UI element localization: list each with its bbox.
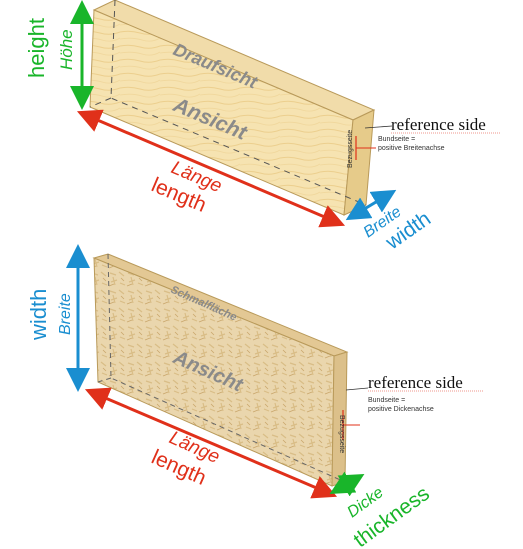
beam-length-arrow — [76, 109, 346, 228]
panel-reference-side-label: reference side — [368, 373, 463, 392]
panel-note-line1: Bundseite = — [368, 397, 405, 404]
beam-note-line2: positive Breitenachse — [378, 145, 445, 152]
beam-reference-side-label: reference side — [391, 115, 486, 134]
beam-height-label-de: Höhe — [57, 29, 76, 70]
beam-width-arrow — [345, 189, 397, 221]
panel-width-label-en: width — [26, 289, 51, 341]
beam-height-label-en: height — [24, 18, 49, 78]
panel-note-line2: positive Dickenachse — [368, 406, 434, 413]
panel-width-label-de: Breite — [57, 293, 74, 335]
beam-end-label: Bezugsseite — [347, 130, 354, 168]
panel-end-label: Bezugsseite — [338, 415, 345, 453]
panel-thickness-arrow — [329, 471, 365, 497]
beam-note-line1: Bundseite = — [378, 136, 415, 143]
panel-length-arrow — [84, 387, 338, 499]
